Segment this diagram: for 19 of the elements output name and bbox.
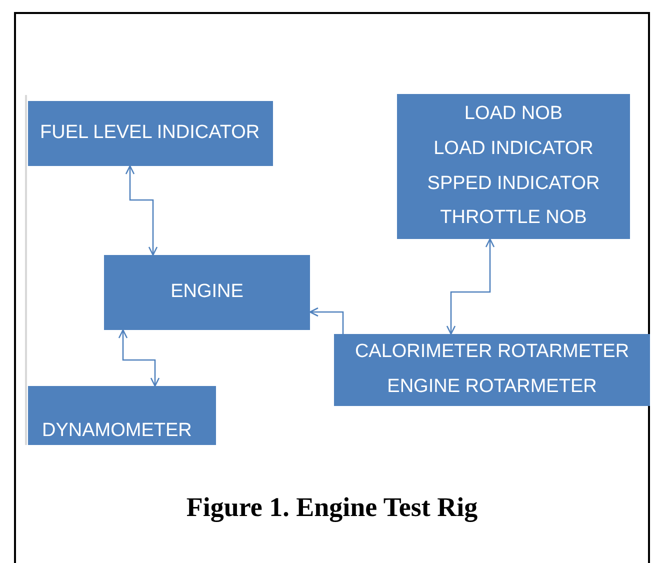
figure-caption: Figure 1. Engine Test Rig (185, 492, 479, 523)
connector-arrow (309, 307, 344, 334)
box-label: LOAD INDICATOR (434, 138, 594, 160)
box-label: ENGINE (170, 281, 244, 304)
box-label: ENGINE ROTARMETER (387, 376, 597, 399)
box-label: CALORIMETER ROTARMETER (354, 341, 630, 364)
box-label: THROTTLE NOB (440, 207, 587, 230)
process-box (104, 255, 310, 330)
box-label: LOAD NOB (464, 102, 563, 126)
box-label: SPPED INDICATOR (427, 172, 600, 196)
box-label: DYNAMOMETER (42, 420, 192, 443)
process-box (28, 386, 216, 445)
connector-arrow (125, 165, 158, 256)
process-box (28, 101, 273, 166)
box-label: FUEL LEVEL INDICATOR (40, 122, 260, 145)
process-box (334, 334, 650, 406)
process-box (397, 94, 630, 239)
connector-arrow (118, 329, 160, 387)
connector-arrow (446, 238, 495, 335)
